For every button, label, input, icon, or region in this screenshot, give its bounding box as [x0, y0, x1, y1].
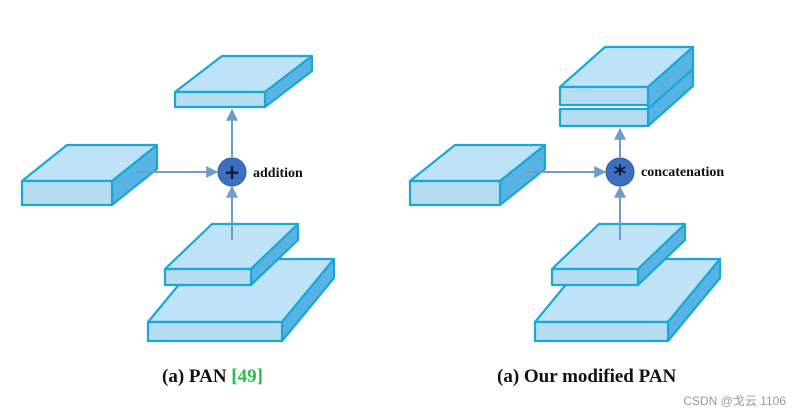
caption-modified-pan-text: (a) Our modified PAN — [497, 366, 677, 387]
output-concatenated-feature-map — [558, 45, 695, 128]
panel-pan: + addition — [20, 54, 336, 343]
caption-modified-pan: (a) Our modified PAN — [497, 366, 676, 388]
panel-modified-pan: * concatenation — [408, 45, 724, 343]
svg-text:*: * — [614, 160, 627, 188]
lateral-feature-map — [408, 143, 547, 207]
citation-link: [49] — [231, 366, 263, 387]
lateral-feature-map — [20, 143, 159, 207]
operation-label-concatenation: concatenation — [641, 165, 724, 180]
bottom-small-feature-map — [163, 222, 300, 287]
concatenation-operator-icon: * — [605, 157, 635, 188]
bottom-small-feature-map — [550, 222, 687, 287]
operation-label-addition: addition — [253, 166, 303, 181]
watermark: CSDN @戈云 1106 — [683, 394, 786, 408]
addition-operator-icon: + — [217, 157, 247, 187]
output-feature-map — [173, 54, 314, 109]
svg-text:+: + — [224, 160, 241, 184]
caption-pan: (a) PAN [49] — [162, 366, 263, 388]
caption-pan-text: (a) PAN — [162, 366, 232, 387]
